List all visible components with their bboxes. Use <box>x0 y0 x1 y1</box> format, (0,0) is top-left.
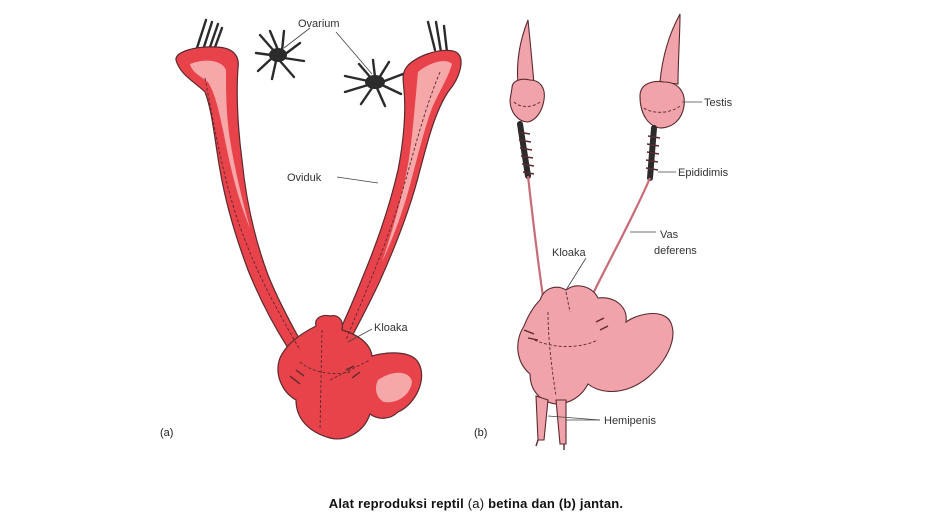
label-vas-deferens-1: Vas <box>660 229 679 241</box>
label-oviduk: Oviduk <box>287 172 322 184</box>
right-testis-horn <box>660 14 680 84</box>
left-fimbriae <box>197 20 222 50</box>
caption-part1: Alat reproduksi reptil <box>329 496 464 511</box>
left-epididymis <box>518 124 534 176</box>
caption-part5: jantan. <box>580 496 623 511</box>
figure-caption: Alat reproduksi reptil (a) betina dan (b… <box>0 496 952 511</box>
right-testis <box>640 82 684 128</box>
left-oviduct <box>176 47 300 348</box>
label-kloaka-male: Kloaka <box>552 247 587 259</box>
label-vas-deferens-2: deferens <box>654 245 697 257</box>
label-hemipenis: Hemipenis <box>604 415 656 427</box>
label-ovarium: Ovarium <box>298 18 340 30</box>
label-panel-a: (a) <box>160 427 173 439</box>
caption-part4: (b) <box>559 496 576 511</box>
label-epididimis: Epididimis <box>678 167 729 179</box>
right-ovary <box>345 60 403 106</box>
caption-part3: betina dan <box>488 496 555 511</box>
left-testis-horn <box>517 20 534 84</box>
label-testis: Testis <box>704 97 733 109</box>
left-hemipenis <box>536 396 548 440</box>
male-cloaca <box>518 286 673 404</box>
label-panel-b: (b) <box>474 427 487 439</box>
right-hemipenis <box>556 400 566 444</box>
right-epididymis <box>646 128 660 178</box>
male-reproductive-system <box>510 14 684 450</box>
label-kloaka-female: Kloaka <box>374 322 409 334</box>
right-fimbriae <box>428 22 447 52</box>
left-testis <box>510 79 544 122</box>
female-reproductive-system <box>176 20 461 439</box>
caption-part2: (a) <box>468 496 485 511</box>
